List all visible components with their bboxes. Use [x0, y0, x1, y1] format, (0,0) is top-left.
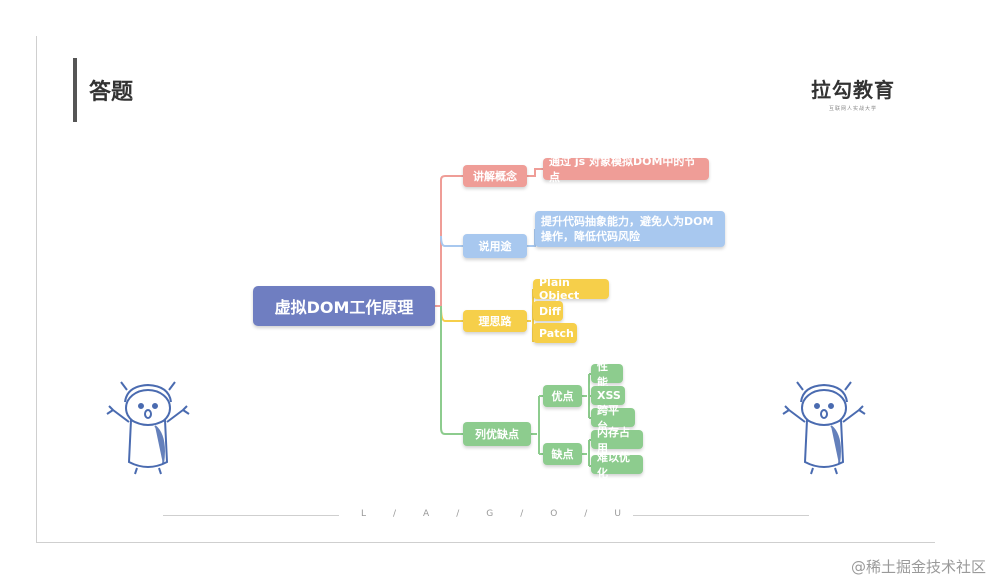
leaf-hard-to-optimize: 难以优化 — [591, 451, 643, 480]
slide: 答题 拉勾教育 互联网人实战大学 — [36, 36, 935, 543]
footer-line-right — [633, 515, 809, 516]
mindmap: 虚拟DOM工作原理 讲解概念 通过 js 对象模拟DOM中的节点 说用途 提升代… — [37, 36, 935, 542]
footer-letter: U — [614, 509, 621, 519]
footer-lagou-letters: L / A / G / O / U — [361, 509, 621, 519]
leaf-performance: 性能 — [591, 360, 623, 389]
branch-node-pros-cons: 列优缺点 — [463, 422, 531, 446]
leaf-plain-object: Plain Object — [533, 276, 609, 302]
leaf-xss: XSS — [591, 386, 625, 405]
leaf-cross-platform: 跨平台 — [591, 404, 635, 433]
footer-divider: / — [520, 509, 524, 519]
branch-node-concept: 讲解概念 — [463, 165, 527, 187]
leaf-patch: Patch — [533, 323, 577, 343]
leaf-memory-usage: 内存占用 — [591, 426, 643, 455]
site-watermark: @稀土掘金技术社区 — [850, 558, 986, 576]
footer-divider: / — [584, 509, 588, 519]
footer-letter: O — [550, 509, 558, 519]
leaf-usage-desc: 提升代码抽象能力，避免人为DOM操作，降低代码风险 — [535, 211, 725, 247]
sub-node-cons: 缺点 — [543, 443, 582, 465]
branch-node-approach: 理思路 — [463, 310, 527, 332]
mascot-right-illustration — [782, 381, 866, 475]
slide-title: 答题 — [89, 80, 134, 105]
logo-text: 拉勾教育 — [811, 78, 895, 102]
logo-subtitle: 互联网人实战大学 — [828, 106, 877, 112]
footer-letter: A — [423, 509, 430, 519]
footer-line-left — [163, 515, 339, 516]
footer-letter: L — [361, 509, 367, 519]
brand-logo: 拉勾教育 互联网人实战大学 — [811, 74, 895, 112]
mindmap-root-node: 虚拟DOM工作原理 — [253, 286, 435, 326]
footer-divider: / — [393, 509, 397, 519]
leaf-concept-desc: 通过 js 对象模拟DOM中的节点 — [543, 155, 709, 184]
footer-divider: / — [456, 509, 460, 519]
branch-node-usage: 说用途 — [463, 234, 527, 258]
sub-node-pros: 优点 — [543, 385, 582, 407]
title-accent-bar — [73, 58, 77, 122]
leaf-diff: Diff — [533, 301, 563, 321]
mascot-left-illustration — [106, 381, 190, 475]
footer-letter: G — [486, 509, 494, 519]
